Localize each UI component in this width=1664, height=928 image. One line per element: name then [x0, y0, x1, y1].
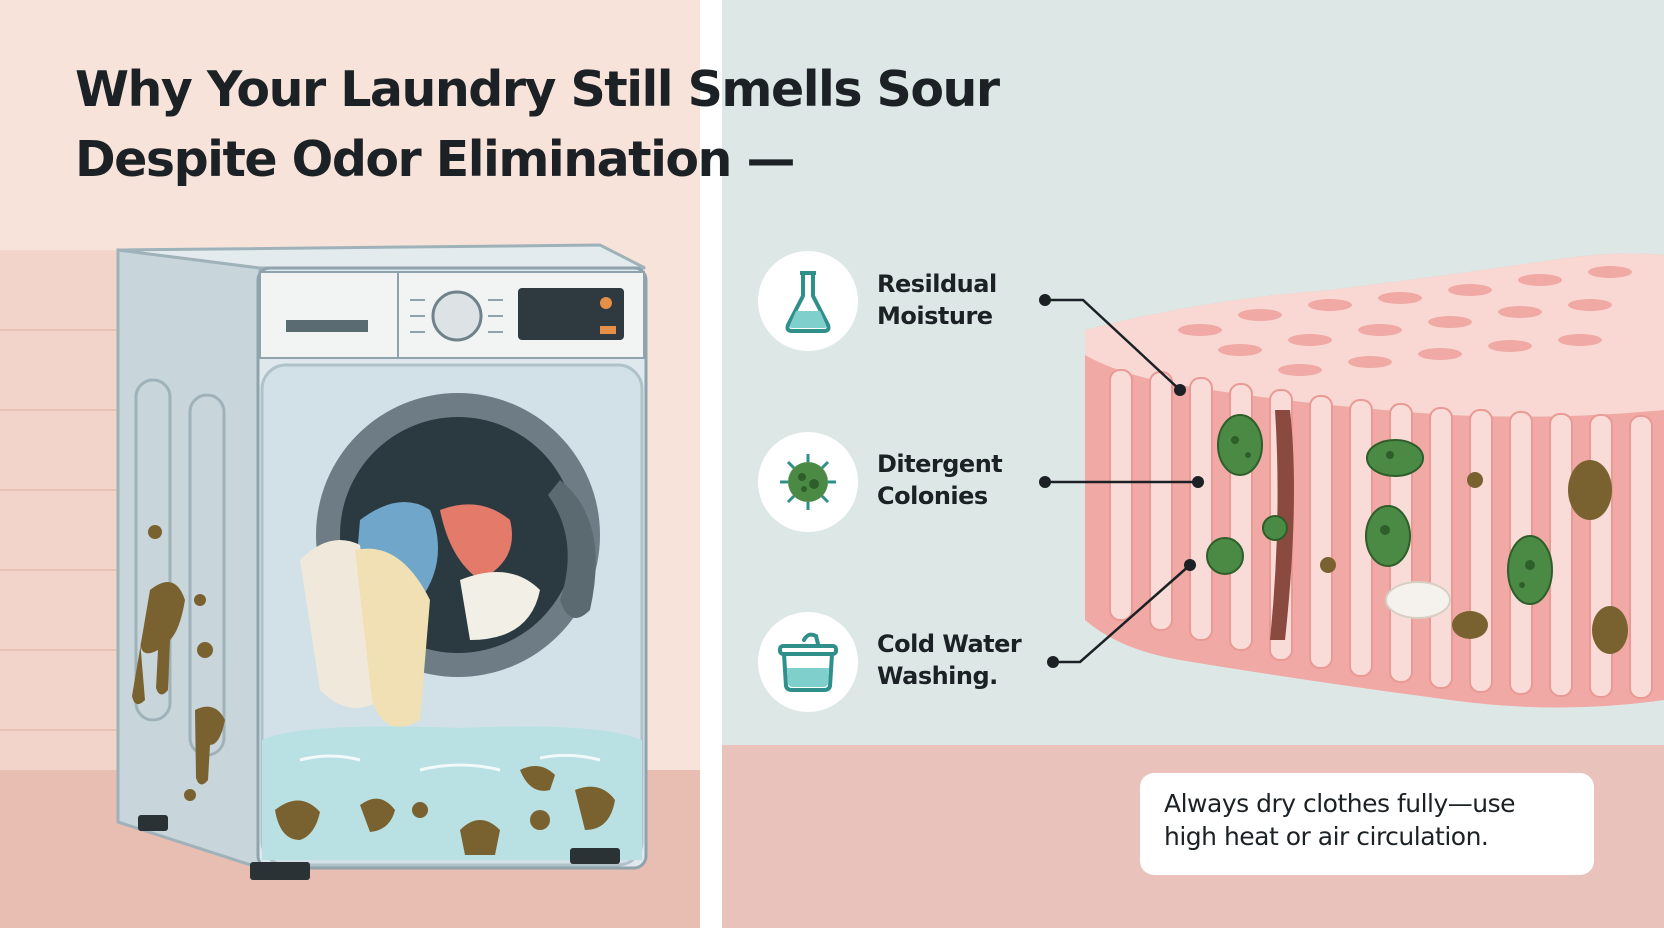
- factor-label-line-2: Colonies: [877, 482, 988, 510]
- flask-icon: [758, 251, 858, 351]
- factor-label-line-1: Resildual: [877, 270, 997, 298]
- bacteria-icon: [758, 432, 858, 532]
- basin-icon: [758, 612, 858, 712]
- factor-label-line-2: Moisture: [877, 302, 993, 330]
- tip-text: Always dry clothes fully—use high heat o…: [1164, 789, 1516, 851]
- title-line-2: Despite Odor Elimination —: [75, 131, 795, 188]
- tip-box: Always dry clothes fully—use high heat o…: [1140, 773, 1594, 875]
- title-line-1: Why Your Laundry Still Smells Sour: [75, 61, 1000, 118]
- factor-label-residual-moisture: Resildual Moisture: [877, 268, 1077, 332]
- factor-label-line-2: Washing.: [877, 662, 998, 690]
- washing-machine-illustration: [0, 243, 648, 880]
- page-title: Why Your Laundry Still Smells Sour Despi…: [75, 55, 1000, 195]
- factor-label-line-1: Cold Water: [877, 630, 1022, 658]
- factor-label-line-1: Ditergent: [877, 450, 1003, 478]
- panel-divider: [700, 0, 722, 928]
- factor-label-detergent-colonies: Ditergent Colonies: [877, 448, 1077, 512]
- factor-label-cold-water-washing: Cold Water Washing.: [877, 628, 1077, 692]
- wall-background: [0, 250, 120, 810]
